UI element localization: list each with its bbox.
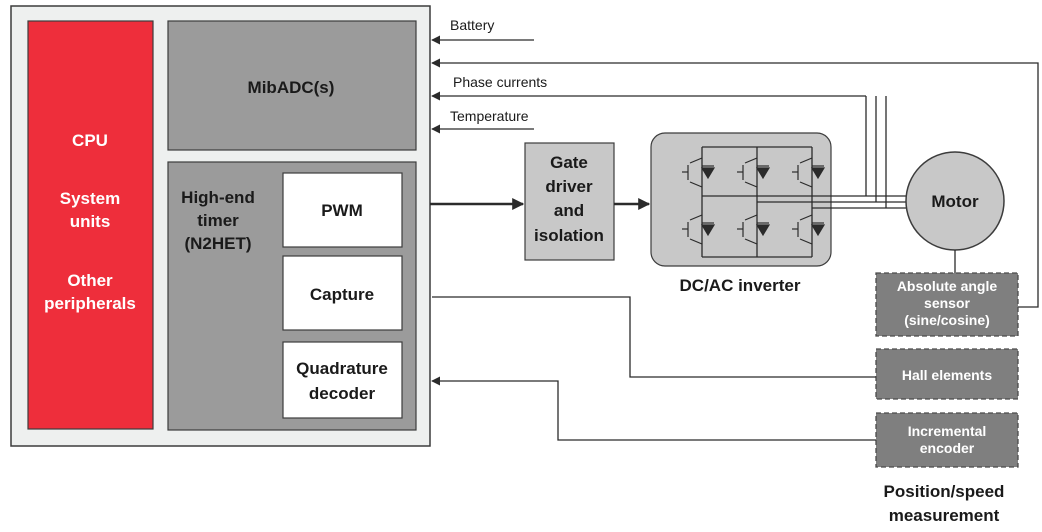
- n2het-label-1: High-end: [181, 188, 255, 207]
- absolute-angle-feedback-line: [431, 58, 1039, 308]
- gate-driver-block: [524, 142, 615, 261]
- system-units-label-2: units: [70, 212, 111, 231]
- gate-driver-label-3: and: [554, 201, 584, 220]
- inverter-caption: DC/AC inverter: [680, 276, 801, 295]
- inverter-block: [650, 132, 832, 267]
- absolute-angle-label-1: Absolute angle: [897, 278, 998, 294]
- absolute-angle-label-3: (sine/cosine): [904, 312, 990, 328]
- capture-label: Capture: [310, 285, 374, 304]
- absolute-angle-sensor-block: [875, 272, 1019, 337]
- system-units-label-1: System: [60, 189, 120, 208]
- hall-elements-label: Hall elements: [902, 367, 992, 383]
- gate-driver-label-2: driver: [545, 177, 593, 196]
- quadrature-block: [282, 341, 403, 419]
- other-peripherals-label-1: Other: [67, 271, 113, 290]
- battery-label: Battery: [450, 17, 494, 33]
- igbt-bottom-3: [792, 214, 826, 245]
- hall-elements-block: [875, 348, 1019, 400]
- igbt-top-1: [682, 157, 716, 188]
- pwm-label: PWM: [321, 201, 363, 220]
- cpu-block: [27, 20, 154, 430]
- igbt-bottom-2: [737, 214, 771, 245]
- n2het-label-3: (N2HET): [184, 234, 251, 253]
- gate-driver-label-1: Gate: [550, 153, 588, 172]
- encoder-to-quadrature-arrow: [431, 376, 876, 441]
- cpu-label: CPU: [72, 131, 108, 150]
- hall-to-capture-line: [432, 296, 876, 378]
- other-peripherals-label-2: peripherals: [44, 294, 136, 313]
- n2het-label-2: timer: [197, 211, 239, 230]
- quadrature-label-1: Quadrature: [296, 359, 388, 378]
- mibadc-label: MibADC(s): [248, 78, 335, 97]
- temperature-label: Temperature: [450, 108, 529, 124]
- mibadc-block: [167, 20, 417, 151]
- position-speed-label-1: Position/speed: [884, 482, 1005, 501]
- capture-block: [282, 255, 403, 331]
- igbt-bottom-1: [682, 214, 716, 245]
- quadrature-label-2: decoder: [309, 384, 376, 403]
- gate-driver-label-4: isolation: [534, 226, 604, 245]
- igbt-top-2: [737, 157, 771, 188]
- incremental-encoder-label-2: encoder: [920, 440, 975, 456]
- absolute-angle-label-2: sensor: [924, 295, 970, 311]
- pwm-block: [282, 172, 403, 248]
- motor-label: Motor: [931, 192, 979, 211]
- incremental-encoder-label-1: Incremental: [908, 423, 987, 439]
- igbt-top-3: [792, 157, 826, 188]
- inverter-switches: [701, 146, 906, 258]
- phase-currents-label: Phase currents: [453, 74, 547, 90]
- position-speed-label-2: measurement: [889, 506, 1000, 525]
